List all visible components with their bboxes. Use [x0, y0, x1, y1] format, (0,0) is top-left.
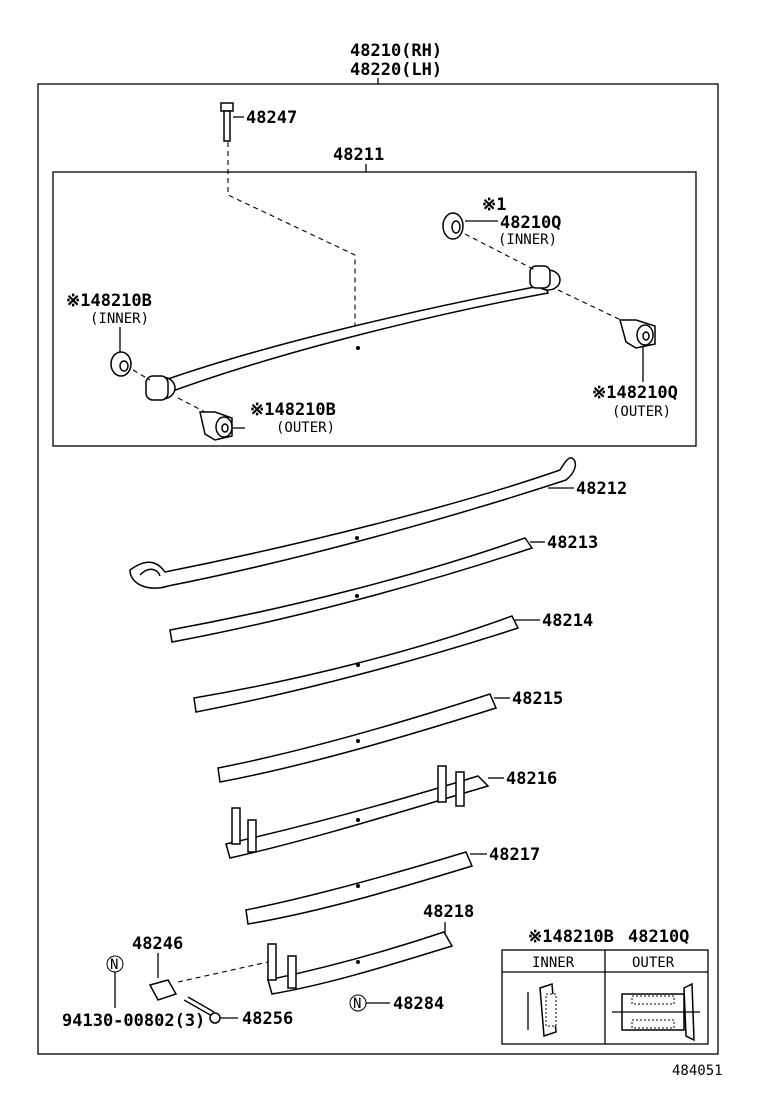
n-mark-label-1: N: [110, 957, 118, 973]
label-48218: 48218: [423, 902, 474, 922]
pin-48246: [148, 979, 178, 1001]
dash-b-inner: [132, 369, 151, 381]
leaf-main-48211: [145, 265, 561, 401]
dash-pin: [177, 961, 269, 983]
label-outer-b: (OUTER): [276, 420, 335, 436]
label-48216: 48216: [506, 769, 557, 789]
label-note-mark: ※1: [482, 195, 506, 215]
label-48220-lh: 48220(LH): [350, 60, 442, 80]
label-48213: 48213: [547, 533, 598, 553]
n-mark-94130: N: [106, 955, 124, 973]
label-inner-b: (INNER): [90, 311, 149, 327]
leaf-48215: [217, 693, 498, 783]
label-48212: 48212: [576, 479, 627, 499]
label-48210b-outer: ※148210B: [250, 400, 336, 420]
leaf-48214: [193, 615, 520, 713]
label-48210b-inner: ※148210B: [66, 291, 152, 311]
label-48211: 48211: [333, 145, 384, 165]
leaf-48217: [245, 851, 474, 925]
label-48214: 48214: [542, 611, 593, 631]
dash-bolt-path: [227, 142, 356, 340]
n-mark-48284: N: [349, 994, 367, 1012]
label-94130-00802: 94130-00802(3): [62, 1011, 205, 1031]
label-48215: 48215: [512, 689, 563, 709]
legend-outer-bushing-section: [612, 982, 700, 1042]
diagram-id: 484051: [672, 1063, 723, 1079]
label-48247: 48247: [246, 108, 297, 128]
bushing-48210b-outer: [199, 411, 233, 441]
legend-title-48210q: 48210Q: [628, 927, 689, 947]
dash-q-inner: [464, 233, 536, 271]
n-mark-label-2: N: [353, 996, 361, 1012]
leaf-48218: [267, 931, 454, 995]
label-outer-q: (OUTER): [612, 404, 671, 420]
dash-b-outer: [177, 397, 206, 413]
dash-q-outer: [557, 289, 626, 323]
subassembly-box: [52, 171, 697, 447]
outer-frame: [37, 83, 719, 1055]
bolt-48256: [183, 996, 221, 1024]
label-48210-rh: 48210(RH): [350, 41, 442, 61]
label-48246: 48246: [132, 934, 183, 954]
bushing-48210q-outer: [619, 319, 656, 349]
label-inner-q: (INNER): [498, 232, 557, 248]
legend-col-inner: INNER: [532, 955, 575, 971]
bolt-48247: [220, 102, 234, 142]
label-48284: 48284: [393, 994, 444, 1014]
label-48210q-inner: 48210Q: [500, 213, 561, 233]
legend-inner-bushing-section: [527, 982, 557, 1038]
legend-title-48210b: ※148210B: [528, 927, 614, 947]
bushing-48210q-inner: [442, 212, 464, 240]
leaf-48216: [225, 765, 490, 859]
label-48256: 48256: [242, 1009, 293, 1029]
label-48217: 48217: [489, 845, 540, 865]
bushing-48210b-inner: [110, 351, 132, 377]
leaf-48212: [129, 457, 577, 589]
legend-col-outer: OUTER: [632, 955, 675, 971]
leaf-48213: [169, 537, 534, 643]
label-48210q-outer: ※148210Q: [592, 383, 678, 403]
legend-table: [501, 949, 709, 1045]
